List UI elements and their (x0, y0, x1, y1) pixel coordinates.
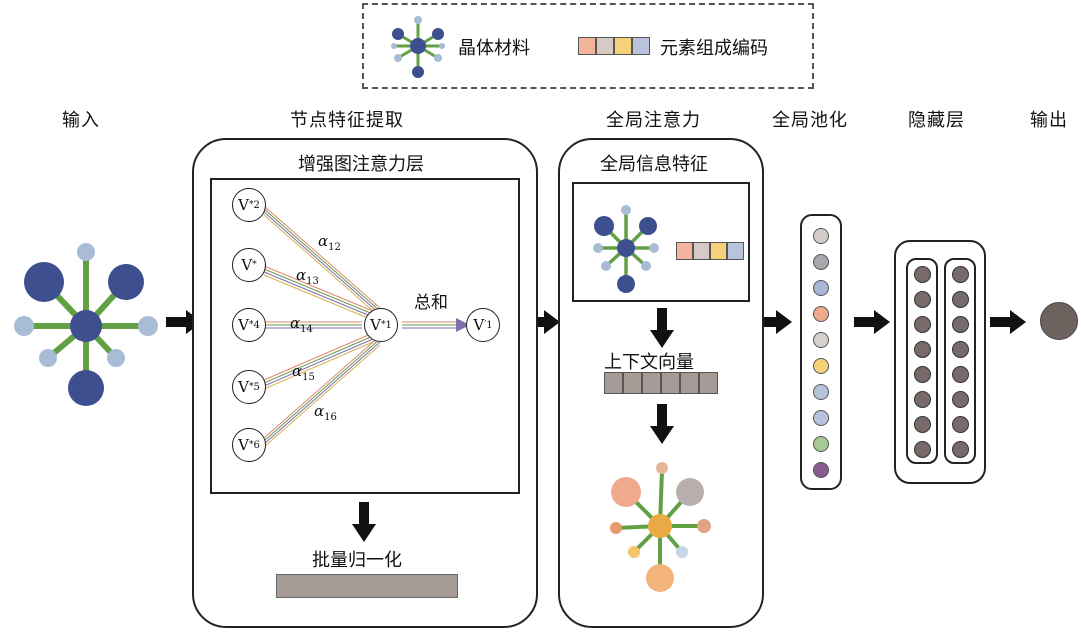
weight-alpha16: α16 (314, 402, 337, 423)
graph-node-v6: V*6 (232, 428, 266, 462)
graph-node-v5: V*5 (232, 370, 266, 404)
context-cell (680, 372, 699, 394)
legend-encoding-bar (578, 37, 650, 55)
batch-norm-label: 批量归一化 (312, 550, 402, 571)
graph-node-v2: V*2 (232, 188, 266, 222)
global-info-title: 全局信息特征 (600, 154, 708, 175)
graph-node-v1-center: V*1 (364, 308, 398, 342)
encoding-cell (727, 242, 744, 260)
encoding-cell (693, 242, 710, 260)
pooled-feature-dot (813, 306, 829, 322)
hidden-neuron (952, 291, 969, 308)
pooled-feature-dot (813, 254, 829, 270)
output-node (1040, 302, 1078, 340)
pooled-feature-dot (813, 436, 829, 452)
context-cell (604, 372, 623, 394)
encoding-cell (614, 37, 632, 55)
weighted-crystal-icon (610, 462, 711, 592)
global-encoding-bar (676, 242, 744, 260)
sum-label: 总和 (414, 293, 448, 313)
crystal-legend-icon (391, 16, 445, 78)
stage-global-pooling-label: 全局池化 (772, 110, 848, 131)
hidden-neuron (952, 391, 969, 408)
pooled-feature-dot (813, 358, 829, 374)
batch-norm-bar (276, 574, 458, 598)
hidden-neuron (914, 266, 931, 283)
hidden-neuron (914, 391, 931, 408)
hidden-neuron (952, 441, 969, 458)
legend-encoding-label: 元素组成编码 (660, 38, 768, 59)
pooled-feature-dot (813, 384, 829, 400)
global-pooling-column (800, 214, 842, 490)
legend-crystal-label: 晶体材料 (458, 38, 530, 59)
hidden-layer-box (894, 240, 986, 484)
arrow-right-icon (854, 310, 890, 334)
stage-global-attention-label: 全局注意力 (606, 110, 701, 131)
pooled-feature-dot (813, 280, 829, 296)
pooled-feature-dot (813, 332, 829, 348)
input-crystal-icon (14, 243, 158, 406)
weight-alpha15: α15 (292, 362, 315, 383)
encoding-cell (632, 37, 650, 55)
arrow-down-icon (650, 404, 674, 444)
context-cell (699, 372, 718, 394)
pooled-feature-dot (813, 410, 829, 426)
weight-alpha12: α12 (318, 232, 341, 253)
hidden-neuron (914, 316, 931, 333)
attention-layer-title: 增强图注意力层 (298, 154, 424, 175)
hidden-layer-column (944, 258, 976, 464)
hidden-neuron (914, 416, 931, 433)
hidden-neuron (952, 266, 969, 283)
graph-node-v3: V* (232, 248, 266, 282)
hidden-neuron (914, 366, 931, 383)
stage-input-label: 输入 (62, 110, 100, 131)
encoding-cell (710, 242, 727, 260)
hidden-neuron (914, 341, 931, 358)
hidden-neuron (952, 316, 969, 333)
weight-alpha13: α13 (296, 266, 319, 287)
stage-hidden-label: 隐藏层 (908, 110, 965, 131)
context-vector-bar (604, 372, 718, 394)
context-cell (661, 372, 680, 394)
pooled-feature-dot (813, 462, 829, 478)
hidden-neuron (914, 291, 931, 308)
attention-edges (263, 205, 470, 448)
pooled-feature-dot (813, 228, 829, 244)
arrow-right-icon (990, 310, 1026, 334)
hidden-neuron (914, 441, 931, 458)
hidden-layer-column (906, 258, 938, 464)
encoding-cell (676, 242, 693, 260)
encoding-cell (596, 37, 614, 55)
arrow-down-icon (650, 308, 674, 348)
context-cell (642, 372, 661, 394)
hidden-neuron (952, 366, 969, 383)
legend-box (362, 3, 814, 89)
arrow-right-icon (756, 310, 792, 334)
graph-node-v1-output: V′1 (466, 308, 500, 342)
stage-output-label: 输出 (1030, 110, 1068, 131)
graph-node-v4: V*4 (232, 308, 266, 342)
arrow-down-icon (352, 502, 376, 542)
encoding-cell (578, 37, 596, 55)
global-crystal-icon (593, 205, 659, 293)
stage-node-feature-label: 节点特征提取 (290, 110, 404, 131)
context-cell (623, 372, 642, 394)
context-vector-label: 上下文向量 (604, 352, 694, 373)
hidden-neuron (952, 341, 969, 358)
weight-alpha14: α14 (290, 314, 313, 335)
hidden-neuron (952, 416, 969, 433)
